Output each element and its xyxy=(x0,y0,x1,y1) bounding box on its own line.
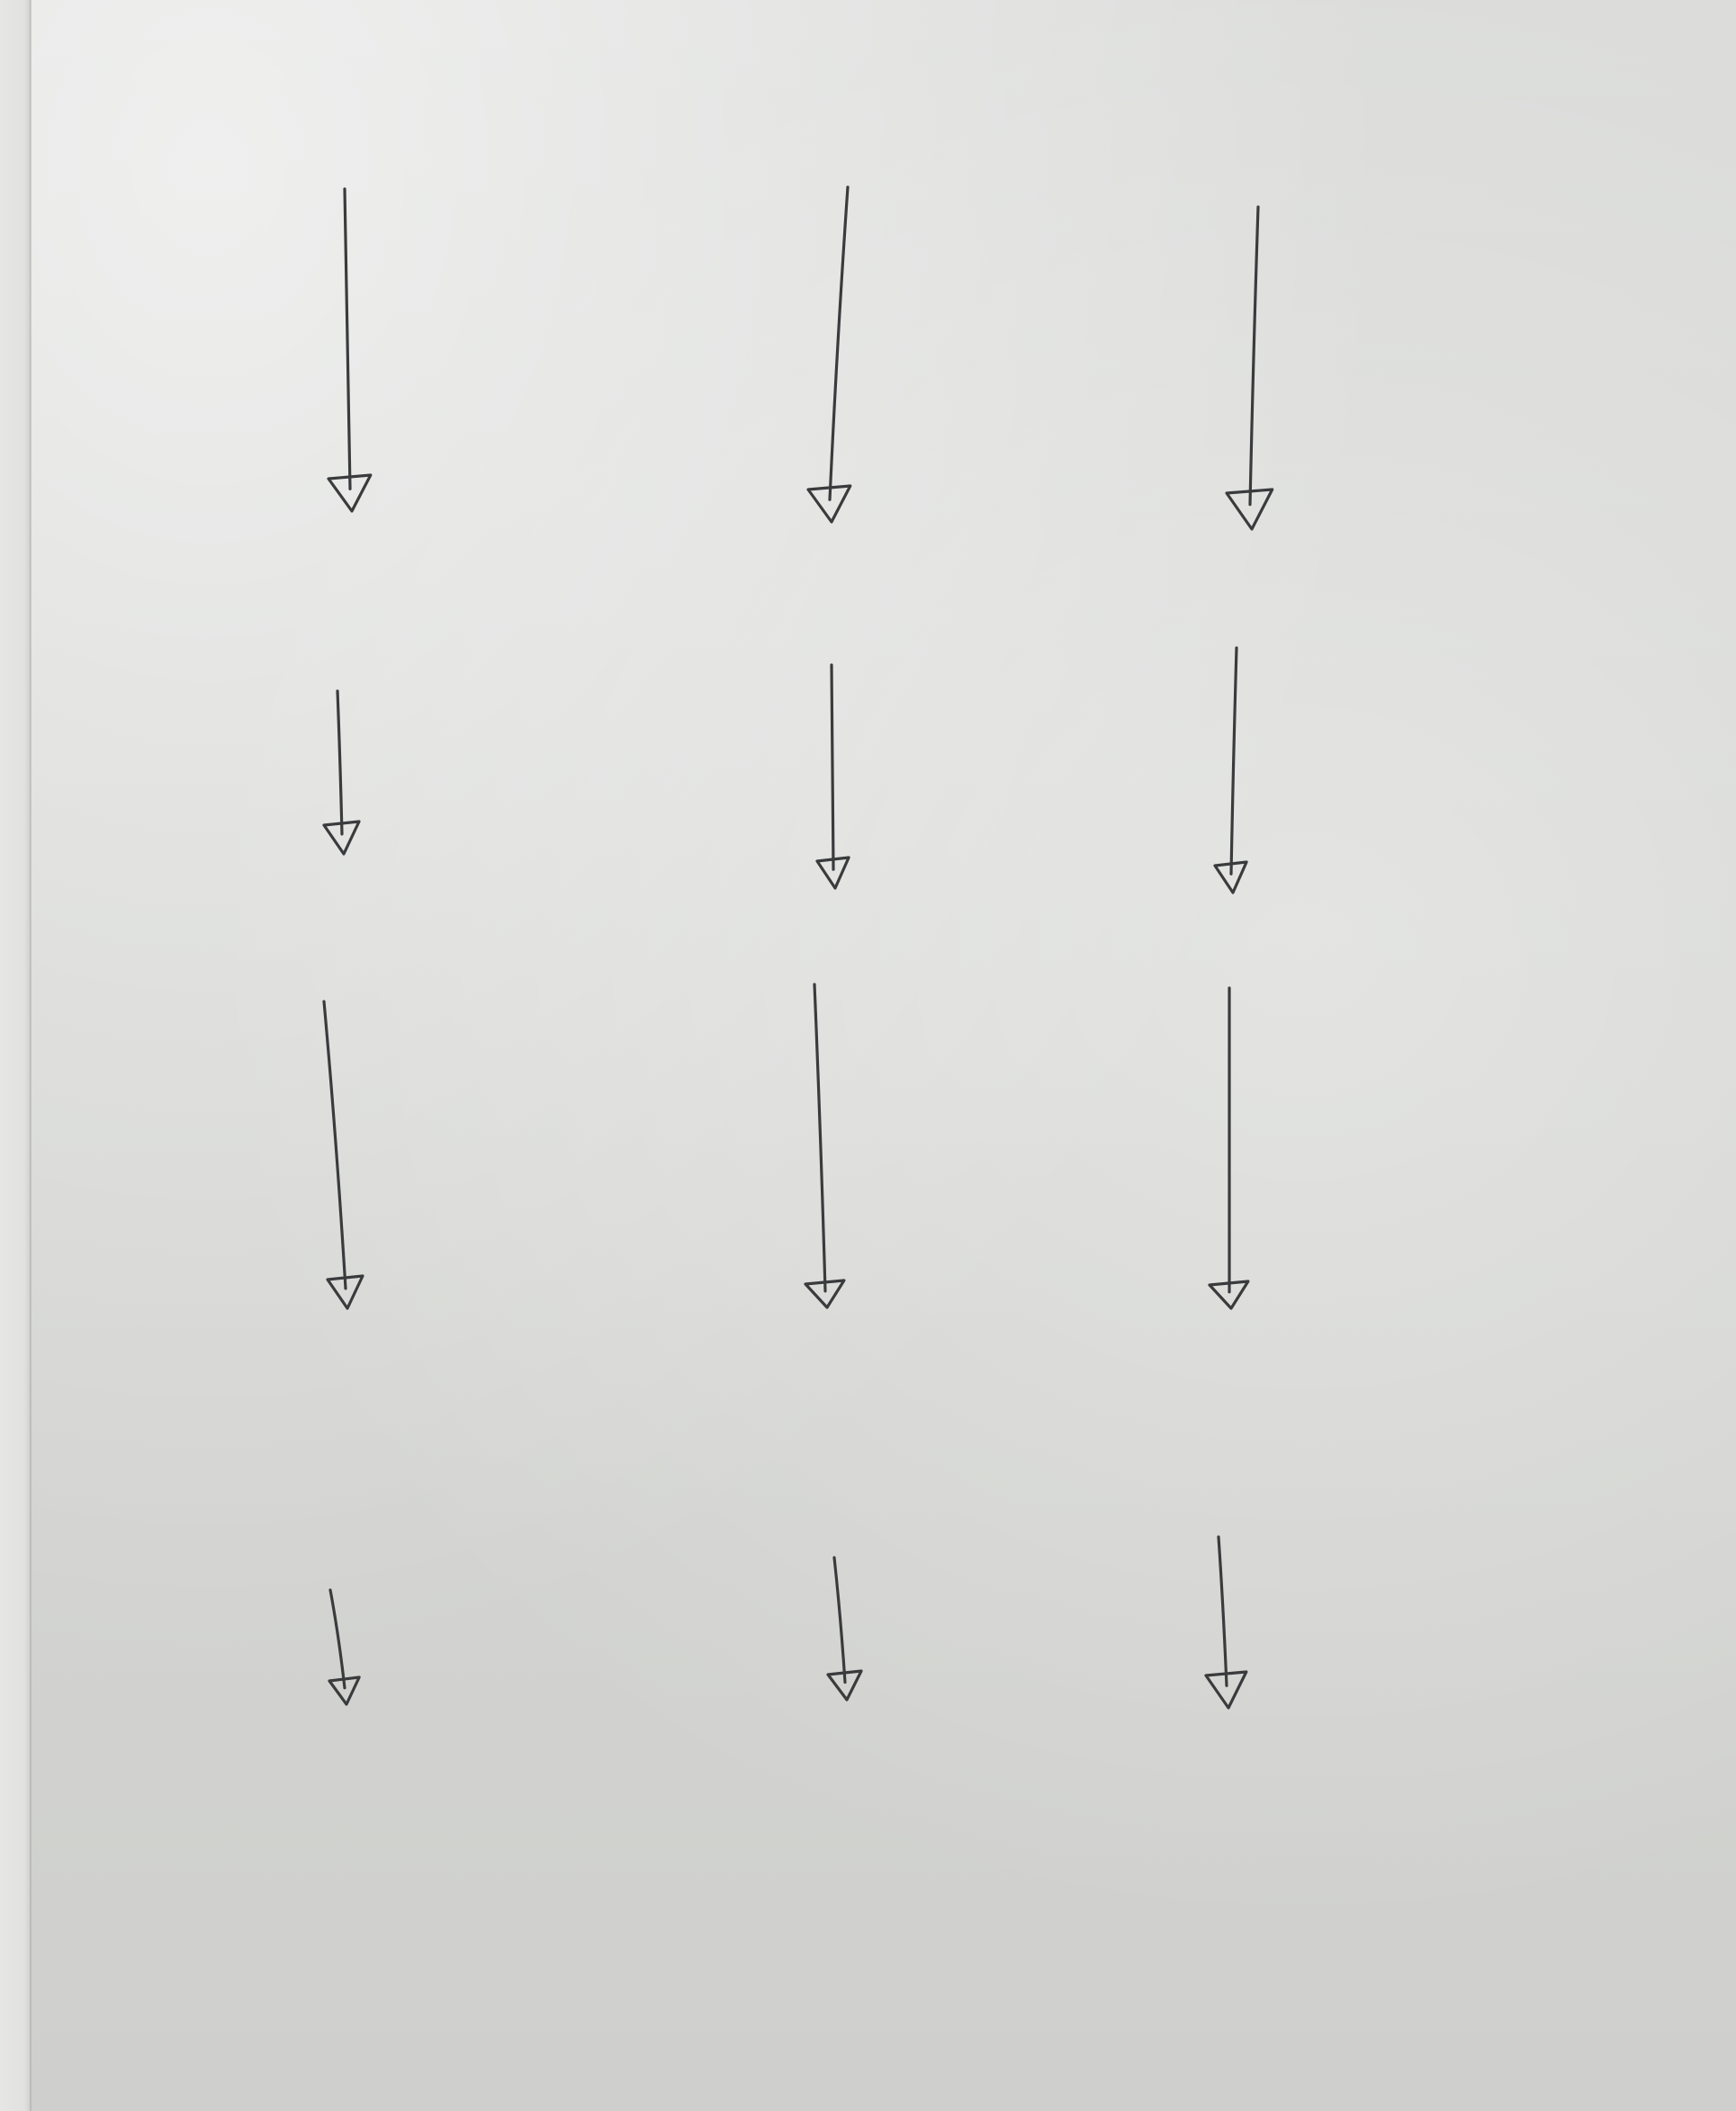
arrowhead-icon xyxy=(806,484,852,524)
arrow-r4-c3 xyxy=(1204,1535,1248,1710)
arrow-shaft xyxy=(1229,646,1238,876)
arrowhead-icon xyxy=(1208,1280,1250,1310)
arrowhead-icon xyxy=(328,1675,361,1706)
arrowhead-icon xyxy=(1204,1670,1248,1710)
arrowhead-icon xyxy=(322,820,361,856)
arrow-shaft xyxy=(832,1556,847,1684)
arrowhead-icon xyxy=(826,1669,863,1702)
arrow-shaft xyxy=(336,689,344,836)
arrow-shaft xyxy=(813,983,827,1293)
arrowhead-icon xyxy=(327,473,373,513)
arrow-shaft xyxy=(830,663,835,871)
arrow-shaft xyxy=(1248,205,1260,507)
arrowhead-icon xyxy=(326,1274,364,1310)
arrow-shaft xyxy=(828,185,850,501)
arrow-shaft xyxy=(322,1000,347,1290)
arrow-r4-c2 xyxy=(826,1556,863,1702)
paper-fold-line xyxy=(30,0,31,2111)
arrow-shaft xyxy=(1217,1535,1228,1687)
arrow-r1-c1 xyxy=(327,187,373,513)
arrow-r1-c2 xyxy=(806,185,852,524)
arrow-r1-c3 xyxy=(1225,205,1274,531)
arrow-r2-c2 xyxy=(815,663,850,890)
arrow-r2-c1 xyxy=(322,689,361,856)
arrow-r3-c1 xyxy=(322,1000,364,1310)
arrowhead-icon xyxy=(1225,488,1274,531)
arrow-r4-c1 xyxy=(328,1588,361,1706)
arrowhead-icon xyxy=(815,856,850,890)
arrow-r3-c3 xyxy=(1208,986,1250,1310)
arrow-shaft xyxy=(343,187,352,490)
arrow-shaft xyxy=(328,1588,346,1690)
arrow-r3-c2 xyxy=(804,983,846,1309)
arrowhead-icon xyxy=(804,1279,846,1309)
paper-left-edge xyxy=(0,0,31,2111)
arrowhead-icon xyxy=(1213,860,1248,894)
arrow-r2-c3 xyxy=(1213,646,1248,894)
